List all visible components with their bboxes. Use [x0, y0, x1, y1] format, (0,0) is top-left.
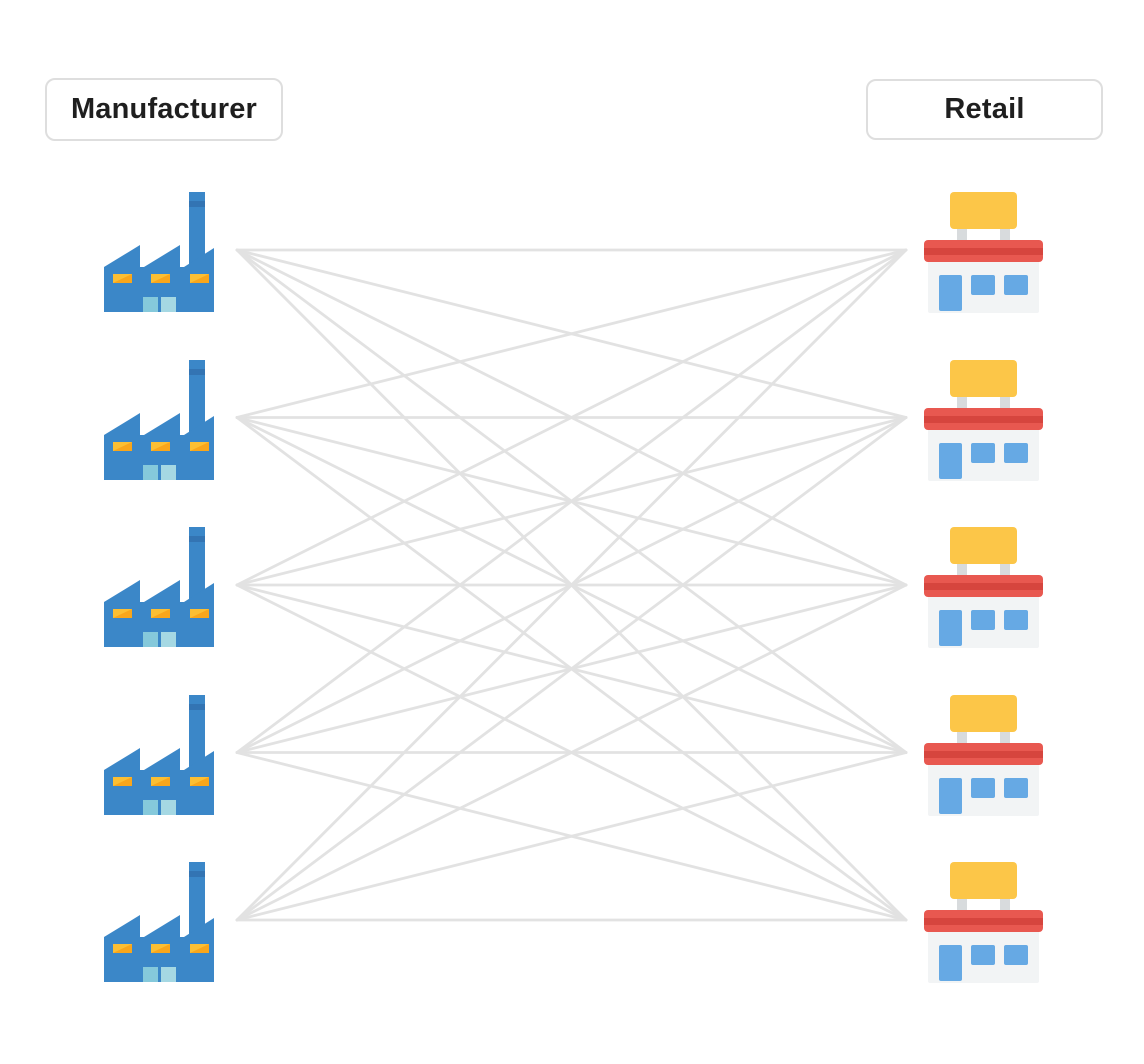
manufacturer-label: Manufacturer: [70, 93, 258, 125]
edge-line: [235, 248, 908, 587]
factory-node: [104, 527, 216, 647]
store-node: [924, 527, 1044, 649]
store-icon: [924, 192, 1043, 313]
factory-icon: [104, 527, 214, 647]
store-node: [924, 192, 1044, 314]
edge-line: [235, 248, 908, 419]
store-icon: [924, 862, 1043, 983]
edge-line: [235, 416, 908, 922]
factory-windows: [113, 441, 209, 451]
factory-windows: [113, 274, 209, 283]
factory-icon: [104, 359, 214, 480]
factory-node: [104, 192, 216, 312]
manufacturer-label-box: Manufacturer: [45, 78, 283, 141]
store-icon: [924, 694, 1043, 816]
factory-node: [104, 359, 216, 480]
edge-line: [235, 751, 908, 922]
factory-windows: [113, 609, 209, 618]
store-icon: [924, 359, 1043, 481]
factory-windows: [113, 776, 209, 786]
factory-icon: [104, 192, 214, 312]
factory-windows: [113, 944, 209, 953]
edge-line: [235, 248, 908, 922]
store-node: [924, 694, 1044, 817]
edge-line: [235, 248, 908, 754]
factory-node: [104, 862, 216, 982]
store-node: [924, 862, 1044, 984]
retail-label: Retail: [944, 93, 1025, 125]
store-icon: [924, 527, 1043, 648]
factory-icon: [104, 694, 214, 815]
store-node: [924, 359, 1044, 482]
factory-icon: [104, 862, 214, 982]
retail-label-box: Retail: [866, 79, 1103, 140]
edge-line: [235, 583, 908, 922]
factory-node: [104, 694, 216, 815]
